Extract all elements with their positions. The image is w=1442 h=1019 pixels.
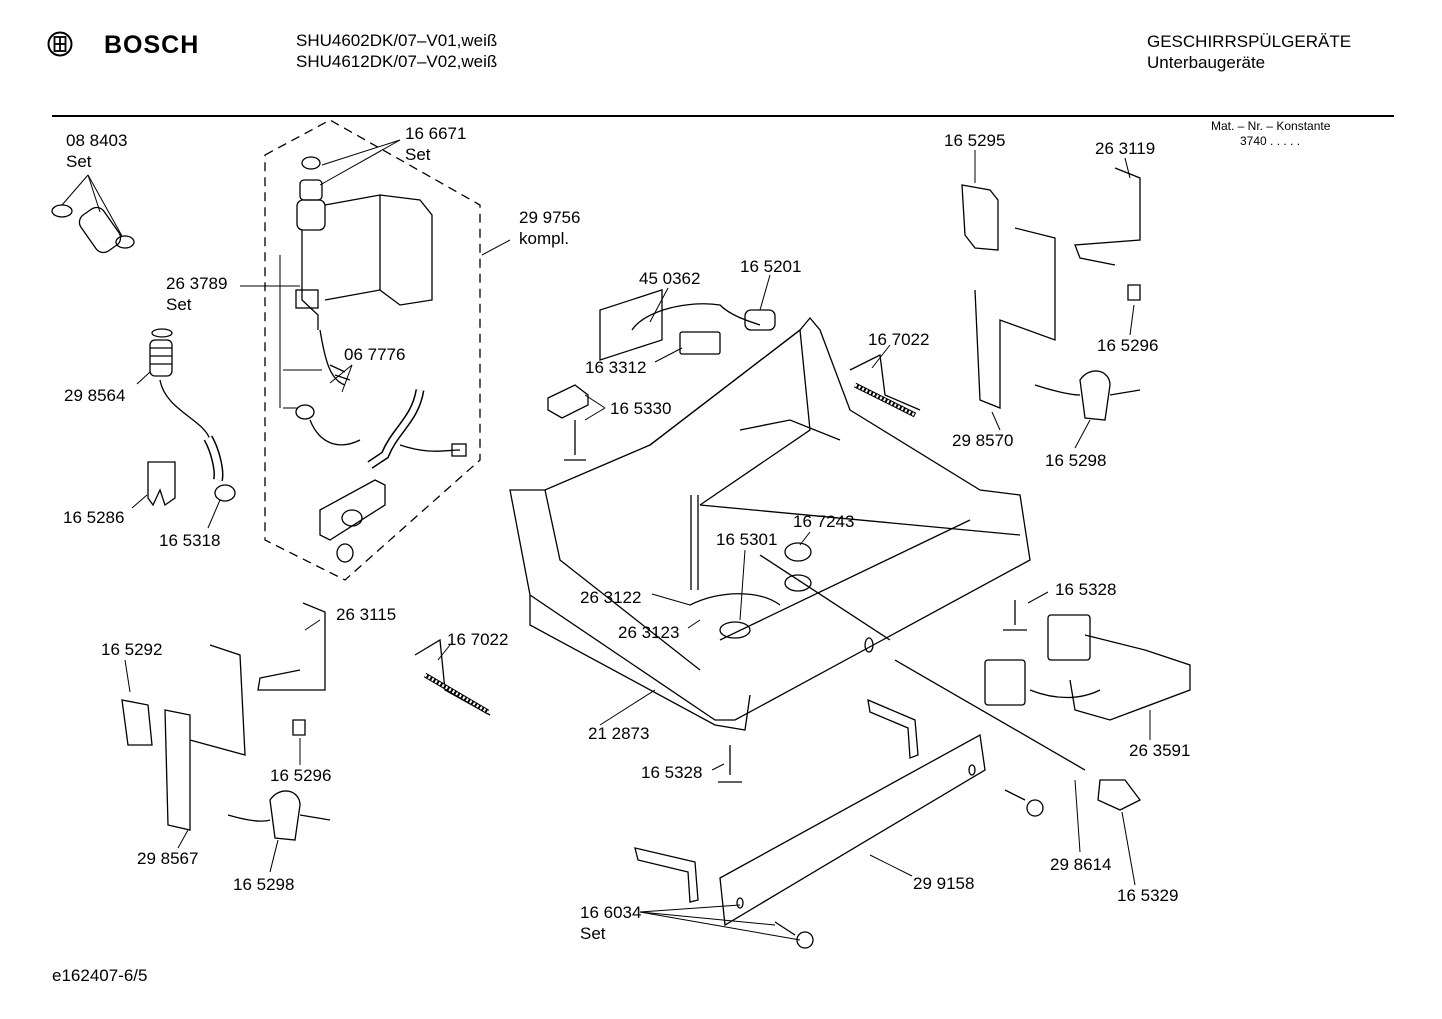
part-label-165301: 16 5301 (716, 530, 778, 549)
panel-clip-upper (867, 698, 919, 759)
screw-foot-b (718, 745, 742, 783)
part-label-263115: 26 3115 (336, 605, 397, 624)
bracket-263115 (257, 602, 326, 691)
rod-298614 (894, 659, 1086, 771)
part-label-165298-lower: 16 5298 (233, 875, 295, 894)
bracket-298570 (974, 227, 1056, 409)
clip-165296a (1127, 284, 1141, 301)
inlet-valve-assembly (295, 156, 433, 420)
material-number-constant: Mat. – Nr. – Konstante 3740 . . . . . (1211, 119, 1330, 149)
part-label-263591: 26 3591 (1129, 741, 1191, 760)
bracket-298567 (164, 644, 246, 831)
part-note: Set (405, 145, 431, 164)
screw-icon (564, 420, 586, 461)
bracket-263119 (1074, 167, 1141, 266)
panel-clip-lower (634, 847, 699, 903)
part-label-298564: 29 8564 (64, 386, 126, 405)
part-note: kompl. (519, 229, 570, 248)
part-label-165292: 16 5292 (101, 640, 163, 659)
part-note: Set (66, 152, 92, 171)
part-label-165298-upper: 16 5298 (1045, 451, 1107, 470)
part-label-263123: 26 3123 (618, 623, 680, 642)
leader-lines (61, 139, 1151, 941)
assembly-dashed-outline (264, 119, 481, 581)
header-divider (52, 115, 1394, 117)
part-note: Set (580, 924, 606, 943)
part-label-165201: 16 5201 (740, 257, 802, 276)
switch-block (547, 384, 589, 419)
model-info: SHU4602DK/07–V01,weiß SHU4612DK/07–V02,w… (296, 30, 497, 72)
category-info: GESCHIRRSPÜLGERÄTE Unterbaugeräte (1147, 31, 1351, 73)
part-number: 26 3789 (166, 274, 228, 293)
mat-nr-value: 3740 . . . . . (1240, 134, 1301, 148)
part-label-165329: 16 5329 (1117, 886, 1179, 905)
heater-spring-lower (414, 638, 491, 716)
screw-small-icon (774, 789, 1026, 936)
model-line: SHU4612DK/07–V02,weiß (296, 52, 498, 71)
part-number: 16 6034 (580, 903, 642, 922)
part-note: Set (166, 295, 192, 314)
part-label-165328-right: 16 5328 (1055, 580, 1117, 599)
hose-clamp-set (51, 204, 135, 254)
clip-165296b (292, 719, 306, 736)
part-label-450362: 45 0362 (639, 269, 701, 288)
part-label-167022-upper: 16 7022 (868, 330, 930, 349)
sump-ring-icon (784, 542, 812, 562)
part-label-165318: 16 5318 (159, 531, 221, 550)
part-label-165295: 16 5295 (944, 131, 1006, 150)
part-label-167022-lower: 16 7022 (447, 630, 509, 649)
bosch-logo-icon (47, 31, 73, 57)
part-label-298614: 29 8614 (1050, 855, 1112, 874)
sensor-wire (689, 593, 781, 606)
part-label-298570: 29 8570 (952, 431, 1014, 450)
knob-icon (1026, 799, 1044, 817)
screw-foot-a (1003, 600, 1027, 631)
base-tub (509, 289, 1031, 731)
part-label-298567: 29 8567 (137, 849, 199, 868)
brand-name: BOSCH (104, 31, 200, 59)
part-number: 29 9756 (519, 208, 581, 227)
part-label-212873: 21 2873 (588, 724, 650, 743)
part-label-263119: 26 3119 (1095, 139, 1156, 158)
model-line: SHU4602DK/07–V01,weiß (296, 31, 498, 50)
part-number: 08 8403 (66, 131, 128, 150)
part-label-299756: 29 9756 kompl. (519, 207, 580, 249)
part-label-167243: 16 7243 (793, 512, 855, 531)
cap-165329 (1097, 779, 1141, 811)
connector-263591 (1069, 634, 1191, 721)
assembly-bracket (319, 479, 386, 541)
mat-nr-label: Mat. – Nr. – Konstante (1211, 119, 1331, 133)
heater-spring-upper (849, 354, 921, 418)
part-label-165296-lower: 16 5296 (270, 766, 332, 785)
bracket-165295 (961, 184, 999, 251)
bracket-165292 (121, 699, 153, 746)
part-label-299158: 29 9158 (913, 874, 975, 893)
part-label-165296-upper: 16 5296 (1097, 336, 1159, 355)
drawing-id: e162407-6/5 (52, 966, 148, 985)
switch-165298a (1079, 370, 1111, 421)
part-label-165330: 16 5330 (610, 399, 672, 418)
category-subtitle: Unterbaugeräte (1147, 53, 1266, 72)
part-label-163312: 16 3312 (585, 358, 647, 377)
part-label-165328-front: 16 5328 (641, 763, 703, 782)
part-label-067776: 06 7776 (344, 345, 406, 364)
part-number: 16 6671 (405, 124, 467, 143)
category-title: GESCHIRRSPÜLGERÄTE (1147, 32, 1352, 51)
bellows-hose (149, 328, 173, 377)
assembly-hose (367, 389, 425, 469)
cable-harness-small (631, 303, 761, 331)
part-label-263122: 26 3122 (580, 588, 642, 607)
clip-part (147, 461, 176, 507)
switch-165298b (269, 790, 301, 841)
front-panel (719, 733, 986, 927)
part-label-165286: 16 5286 (63, 508, 125, 527)
